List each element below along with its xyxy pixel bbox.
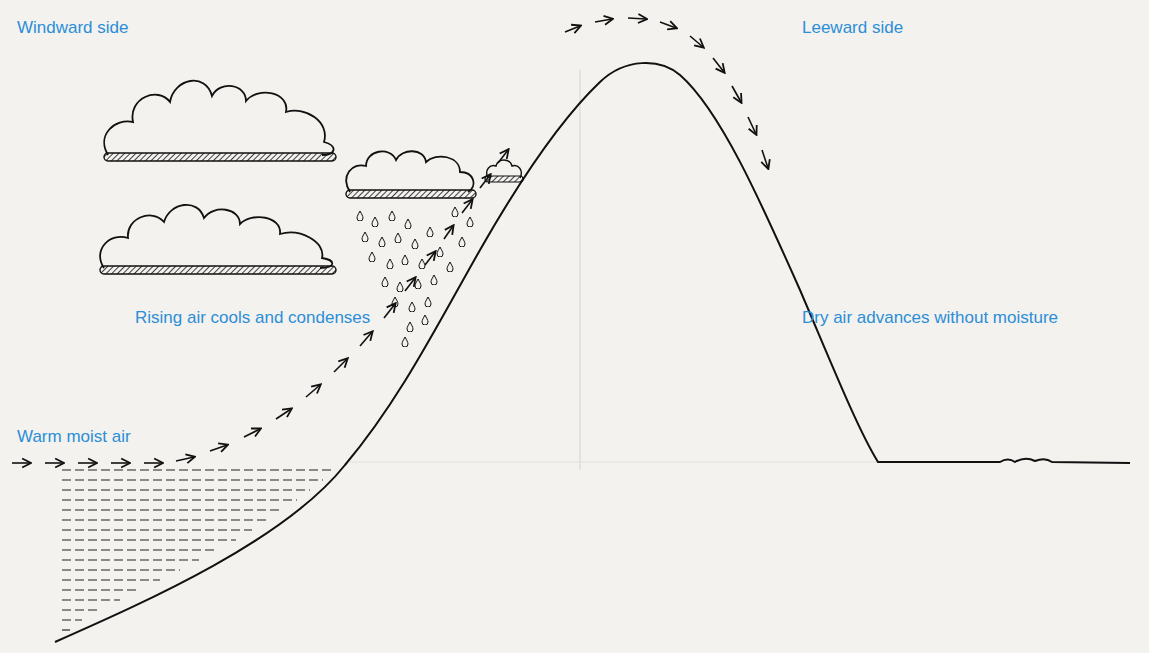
raindrop [362, 232, 368, 242]
airflow-dash [480, 175, 490, 188]
mountain-outline [55, 63, 1130, 642]
raindrops [357, 207, 473, 347]
raindrop [459, 237, 465, 247]
water-line [62, 539, 236, 540]
guide-line [580, 70, 581, 470]
raindrop [402, 255, 408, 265]
region-label: Dry air advances without moisture [802, 308, 1058, 328]
water-line [62, 549, 218, 550]
airflow-dash [144, 462, 162, 464]
water-line [62, 569, 180, 570]
airflow-dash [660, 22, 676, 28]
raindrop [397, 282, 403, 292]
airflow-dash [176, 457, 194, 461]
raindrop [387, 259, 393, 269]
airflow-dash [425, 252, 435, 265]
raindrop [379, 237, 385, 247]
airflow-dash [565, 26, 580, 32]
raindrop [447, 262, 453, 272]
water-line [62, 509, 283, 510]
raindrop [402, 337, 408, 347]
airflow-dash [732, 86, 741, 102]
water-line [62, 609, 100, 610]
water-hatch [62, 470, 335, 630]
water-line [62, 619, 82, 620]
airflow-dash [690, 36, 703, 47]
cloud-outline [100, 205, 332, 268]
water-line [62, 579, 160, 580]
airflow-dash [713, 58, 724, 72]
airflow-arrows [12, 18, 768, 463]
region-label: Windward side [17, 18, 129, 38]
airflow-dash [628, 18, 646, 19]
airflow-dash [462, 200, 472, 213]
raindrop [407, 322, 413, 332]
airflow-dash [498, 150, 508, 163]
raindrop [372, 217, 378, 227]
cloud-group [100, 81, 523, 274]
water-line [62, 499, 297, 500]
cloud-base [100, 266, 336, 274]
cloud-outline [104, 81, 333, 155]
raindrop [382, 277, 388, 287]
water-line [62, 559, 199, 560]
airflow-dash [244, 429, 260, 437]
water-line [62, 589, 140, 590]
water-line [62, 469, 335, 470]
airflow-dash [444, 226, 453, 239]
cloud-base [485, 176, 523, 182]
raindrop [409, 302, 415, 312]
airflow-dash [78, 462, 96, 464]
raindrop [467, 217, 473, 227]
cloud-base [104, 153, 336, 161]
airflow-dash [276, 409, 291, 419]
raindrop [395, 233, 401, 243]
airflow-dash [748, 117, 756, 134]
raindrop [437, 247, 443, 257]
raindrop [431, 275, 437, 285]
guide-line [350, 462, 880, 463]
airflow-dash [762, 150, 768, 168]
airflow-dash [12, 462, 30, 464]
raindrop [427, 227, 433, 237]
water-line [62, 489, 310, 490]
raindrop [389, 211, 395, 221]
water-line [62, 519, 268, 520]
raindrop [357, 211, 363, 221]
raindrop [419, 259, 425, 269]
airflow-dash [595, 19, 612, 22]
raindrop [369, 252, 375, 262]
airflow-dash [360, 332, 372, 346]
raindrop [412, 239, 418, 249]
cloud-outline [346, 151, 473, 192]
airflow-dash [405, 278, 415, 291]
cloud-outline [487, 160, 522, 178]
water-line [62, 479, 323, 480]
raindrop [415, 279, 421, 289]
region-label: Leeward side [802, 18, 903, 38]
airflow-dash [334, 359, 347, 372]
airflow-dash [45, 462, 63, 464]
cloud-base [346, 190, 476, 198]
raindrop [425, 297, 431, 307]
region-label: Rising air cools and condenses [135, 308, 370, 328]
airflow-dash [306, 385, 320, 397]
raindrop [422, 315, 428, 325]
airflow-dash [111, 462, 129, 464]
raindrop [405, 219, 411, 229]
raindrop [452, 207, 458, 217]
airflow-dash [384, 304, 395, 318]
region-label: Warm moist air [17, 427, 131, 447]
water-line [62, 529, 252, 530]
water-line [62, 599, 120, 600]
water-line [62, 629, 70, 630]
airflow-dash [210, 445, 227, 451]
